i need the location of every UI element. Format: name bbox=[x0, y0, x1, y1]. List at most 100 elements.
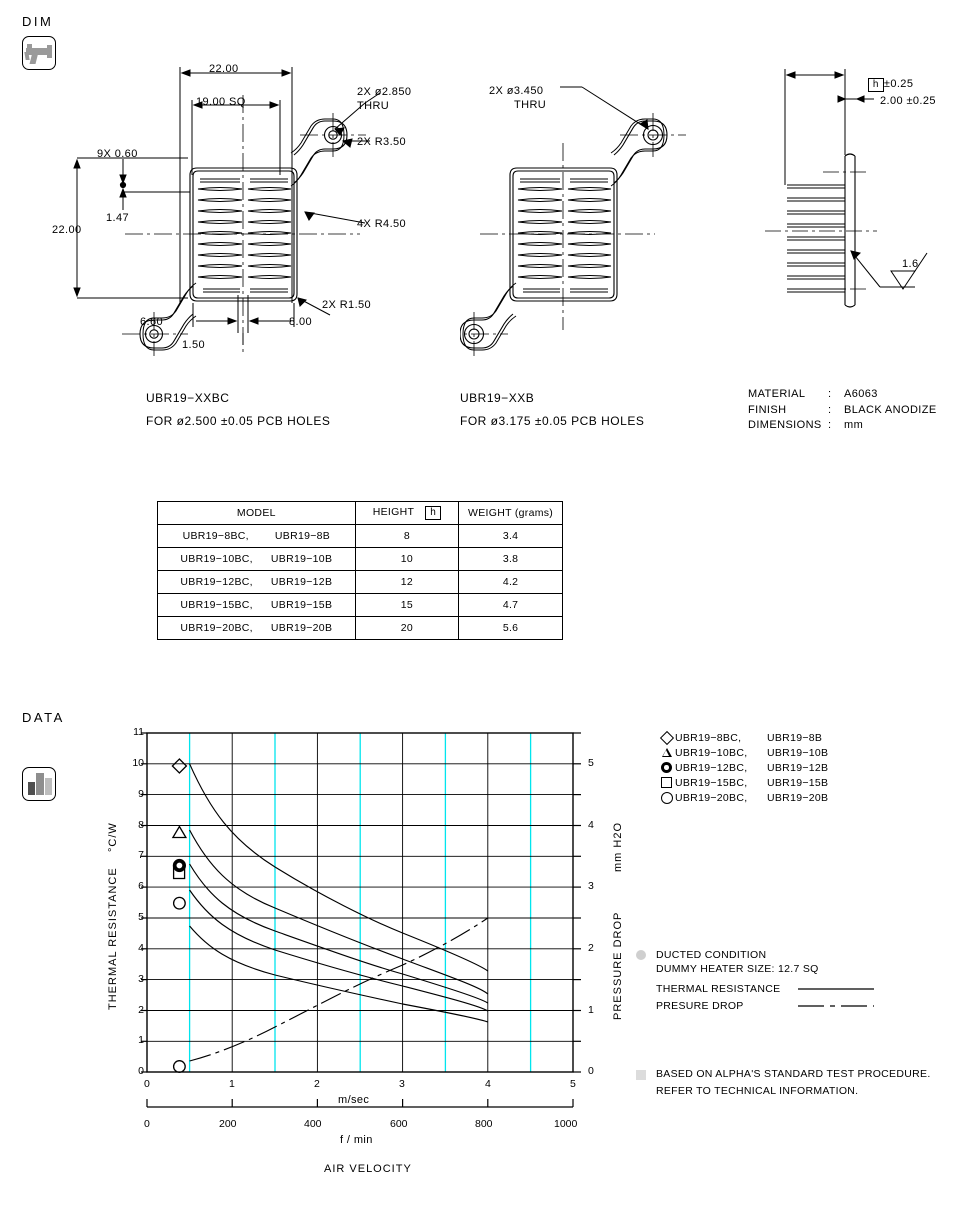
cell-model: UBR19−15BC, UBR19−15B bbox=[157, 593, 356, 617]
chart-footer-note: BASED ON ALPHA'S STANDARD TEST PROCEDURE… bbox=[636, 1068, 931, 1102]
xtick: 2 bbox=[314, 1078, 320, 1090]
legend-model-a: UBR19−8BC, bbox=[675, 731, 742, 744]
material-key: MATERIAL bbox=[748, 388, 806, 400]
chart-legend: UBR19−8BC, UBR19−8B UBR19−10BC, UBR19−10… bbox=[658, 730, 828, 805]
ytick: 6 bbox=[138, 880, 144, 893]
ytick: 7 bbox=[138, 849, 144, 862]
dim-hole-2850: 2X ø2.850 bbox=[357, 86, 412, 98]
chart-ylabel-left: THERMAL RESISTANCE bbox=[107, 867, 119, 1010]
cell-model: UBR19−10BC,UBR19−10B bbox=[157, 547, 356, 571]
finish-value: BLACK ANODIZE bbox=[844, 403, 937, 416]
ytick-right: 4 bbox=[588, 818, 594, 831]
material-value: A6063 bbox=[844, 388, 878, 400]
note-key-pressure: PRESURE DROP bbox=[656, 999, 744, 1012]
drawing-view-3 bbox=[765, 69, 928, 308]
legend-item: UBR19−15BC, UBR19−15B bbox=[658, 775, 828, 790]
spec-table: MODEL HEIGHT h WEIGHT (grams) UBR19−8BC,… bbox=[157, 501, 563, 640]
legend-model-a: UBR19−12BC, bbox=[675, 761, 748, 774]
ytick: 11 bbox=[133, 726, 144, 738]
cell-height: 20 bbox=[354, 616, 460, 640]
model-a: UBR19−12BC, bbox=[180, 576, 253, 588]
square-icon bbox=[658, 777, 675, 788]
th-height: HEIGHT h bbox=[354, 501, 460, 525]
dimensions-value: mm bbox=[844, 419, 864, 432]
dim-surface-finish: 1.6 bbox=[902, 258, 919, 270]
table-header-row: MODEL HEIGHT h WEIGHT (grams) bbox=[157, 501, 563, 525]
dim-section-label: DIM bbox=[22, 14, 54, 29]
legend-item: UBR19−12BC, UBR19−12B bbox=[658, 760, 828, 775]
legend-model-b: UBR19−10B bbox=[767, 746, 829, 759]
ytick: 8 bbox=[138, 818, 144, 831]
dim-hole-thru-1: THRU bbox=[357, 100, 390, 112]
xtick: 1 bbox=[229, 1078, 235, 1090]
performance-chart bbox=[141, 732, 581, 1108]
legend-item: UBR19−20BC, UBR19−20B bbox=[658, 790, 828, 805]
bullet-dot-icon bbox=[636, 949, 646, 960]
xtick: 5 bbox=[570, 1078, 576, 1090]
xtick2: 1000 bbox=[554, 1118, 578, 1130]
view2-caption-model: UBR19−XXB bbox=[460, 391, 535, 405]
ytick-right: 5 bbox=[588, 756, 594, 769]
chart-xlabel-main: AIR VELOCITY bbox=[324, 1163, 412, 1175]
drawing-view-1 bbox=[73, 67, 381, 356]
table-row: UBR19−12BC,UBR19−12B 12 4.2 bbox=[157, 570, 563, 594]
cell-height: 12 bbox=[354, 570, 460, 594]
dim-r350: 2X R3.50 bbox=[357, 136, 407, 148]
model-a: UBR19−10BC, bbox=[180, 553, 253, 565]
dim-left-offset: 6.60 bbox=[140, 316, 164, 328]
material-sep: : bbox=[828, 388, 832, 400]
ytick: 9 bbox=[138, 787, 144, 800]
finish-sep: : bbox=[828, 403, 832, 416]
ytick: 10 bbox=[132, 756, 144, 769]
ytick: 3 bbox=[138, 972, 144, 985]
diamond-icon bbox=[658, 730, 675, 745]
legend-item: UBR19−8BC, UBR19−8B bbox=[658, 730, 828, 745]
data-section-label: DATA bbox=[22, 710, 65, 725]
model-b: UBR19−15B bbox=[270, 599, 333, 611]
footer-line-1: BASED ON ALPHA'S STANDARD TEST PROCEDURE… bbox=[656, 1068, 931, 1080]
th-model: MODEL bbox=[157, 501, 356, 525]
ytick-right: 2 bbox=[588, 941, 594, 954]
dim-base-thickness: 2.00 ±0.25 bbox=[880, 95, 936, 107]
model-a: UBR19−15BC, bbox=[180, 599, 253, 611]
dim-overall-height: 22.00 bbox=[52, 224, 82, 236]
model-b: UBR19−12B bbox=[270, 576, 333, 588]
ytick: 5 bbox=[138, 911, 144, 923]
cell-height: 15 bbox=[354, 593, 460, 617]
th-height-text: HEIGHT bbox=[372, 506, 414, 518]
chart-notes-block: DUCTED CONDITION DUMMY HEATER SIZE: 12.7… bbox=[636, 946, 876, 1014]
dim-r150: 2X R1.50 bbox=[322, 299, 372, 311]
note-heater-size: DUMMY HEATER SIZE: 12.7 SQ bbox=[656, 963, 819, 975]
ytick: 2 bbox=[138, 1003, 144, 1016]
dashdot-line-swatch bbox=[798, 1004, 874, 1007]
model-b: UBR19−20B bbox=[270, 622, 333, 634]
legend-model-a: UBR19−15BC, bbox=[675, 776, 748, 789]
dim-hole-thru-2: THRU bbox=[514, 99, 547, 111]
ytick: 1 bbox=[138, 1034, 144, 1047]
dimensions-key: DIMENSIONS bbox=[748, 419, 822, 432]
legend-model-b: UBR19−20B bbox=[767, 791, 829, 804]
cell-weight: 5.6 bbox=[458, 616, 563, 640]
legend-model-b: UBR19−8B bbox=[767, 731, 823, 744]
xtick2: 200 bbox=[219, 1118, 237, 1130]
dim-r450: 4X R4.50 bbox=[357, 218, 407, 230]
table-row: UBR19−8BC,UBR19−8B 8 3.4 bbox=[157, 524, 563, 548]
legend-item: UBR19−10BC, UBR19−10B bbox=[658, 745, 828, 760]
chart-yunit-right: mm H2O bbox=[612, 822, 624, 872]
dim-hole-3450: 2X ø3.450 bbox=[489, 85, 544, 97]
cell-height: 8 bbox=[354, 524, 460, 548]
cell-weight: 3.8 bbox=[458, 547, 563, 571]
model-b: UBR19−8B bbox=[274, 530, 331, 542]
ytick-right: 0 bbox=[588, 1065, 594, 1077]
triangle-icon bbox=[658, 748, 675, 757]
xtick: 3 bbox=[399, 1078, 405, 1090]
height-tolerance: ±0.25 bbox=[883, 77, 914, 90]
cell-height: 10 bbox=[354, 547, 460, 571]
view2-caption-note: FOR ø3.175 ±0.05 PCB HOLES bbox=[460, 414, 645, 428]
chart-xlabel-fmin: f / min bbox=[340, 1134, 373, 1146]
caliper-icon bbox=[22, 36, 56, 70]
table-row: UBR19−20BC,UBR19−20B 20 5.6 bbox=[157, 616, 563, 640]
note-key-thermal: THERMAL RESISTANCE bbox=[656, 982, 781, 995]
view1-caption-model: UBR19−XXBC bbox=[146, 391, 230, 405]
legend-model-a: UBR19−20BC, bbox=[675, 791, 748, 804]
